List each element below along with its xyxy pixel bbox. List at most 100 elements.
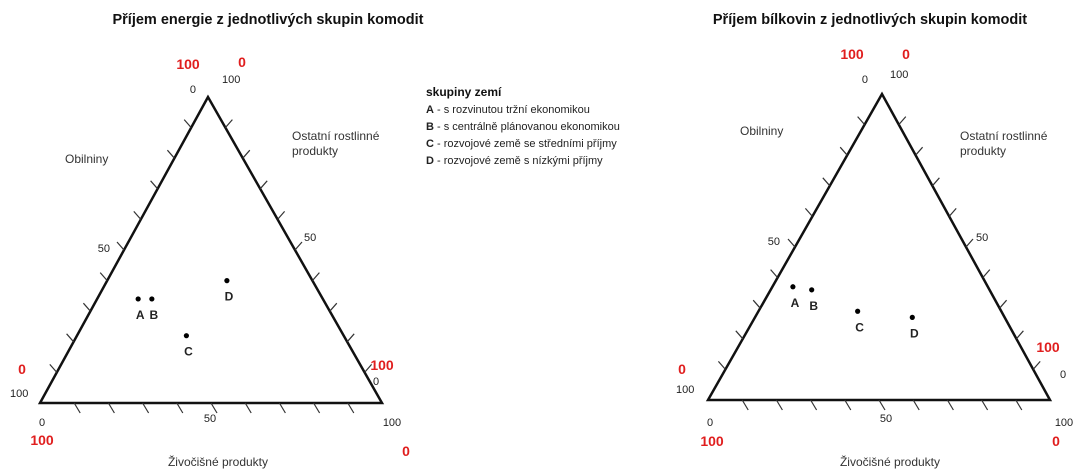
tick-mark-bottom [210,402,218,414]
tick-mark-right [948,208,957,217]
data-point-A [135,296,141,302]
legend-title: skupiny zemí [426,85,502,99]
red-label-bottom-right: 0 [402,443,410,459]
tick-label-top-left: 0 [190,84,196,96]
axis-label-right-line1: Ostatní rostlinné [960,129,1048,143]
tick-label-bottom-right-upper: 0 [1060,369,1066,381]
tick-label-bottom-right-lower: 100 [1055,417,1073,429]
tick-mark-bottom [878,399,886,411]
tick-mark-bottom [107,402,115,414]
point-label-A: A [791,296,800,310]
tick-mark-bottom [244,402,252,414]
tick-mark-right [311,272,320,281]
red-label-bottom-left: 100 [700,433,724,449]
tick-label-top-right: 100 [222,74,240,86]
tick-mark-right [898,116,907,125]
tick-mark-left [150,180,159,190]
data-point-D [224,278,230,284]
tick-label-bottom-left-upper: 100 [676,384,694,396]
tick-mark-left [717,361,726,370]
tick-mark-right [1015,330,1024,340]
tick-label-bottom-right-upper: 0 [373,376,379,388]
axis-label-left: Obilniny [740,124,783,138]
tick-mark-right [1032,361,1041,370]
point-label-B: B [809,299,818,313]
tick-label-bottom-mid: 50 [880,413,892,425]
axis-label-right-line2: produkty [960,144,1006,158]
legend-item-A: A - s rozvinutou tržní ekonomikou [426,104,590,116]
tick-mark-bottom [278,402,286,414]
data-point-A [790,284,796,290]
red-label-top-left: 100 [176,56,200,72]
axis-label-left: Obilniny [65,152,108,166]
tick-mark-left [770,269,779,278]
tick-mark-left [787,238,796,248]
legend: skupiny zemí A - s rozvinutou tržní ekono… [426,85,620,167]
point-label-C: C [855,320,864,334]
point-label-B: B [150,308,159,322]
tick-mark-right [999,299,1008,309]
tick-label-bottom-left-lower: 0 [707,417,713,429]
tick-mark-right [965,238,974,248]
tick-mark-right [294,241,303,251]
tick-mark-left [133,211,142,220]
tick-mark-left [804,208,813,217]
tick-mark-bottom [775,399,783,411]
tick-mark-right [346,333,355,343]
point-label-D: D [225,290,234,304]
red-label-top-right: 0 [902,46,910,62]
tick-mark-left [752,299,761,309]
tick-mark-left [735,330,744,340]
data-point-B [809,287,815,293]
axis-label-bottom: Živočišné produkty [840,454,940,469]
tick-mark-right [277,211,286,220]
ternary-chart-1: Příjem energie z jednotlivých skupin kom… [10,12,424,469]
tick-label-bottom-left-lower: 0 [39,417,45,429]
red-label-bottom-left: 100 [30,432,54,448]
tick-label-bottom-left-upper: 100 [10,388,28,400]
red-label-top-left: 100 [840,46,864,62]
red-label-bottom-right: 0 [1052,433,1060,449]
tick-label-top-right: 100 [890,69,908,81]
point-label-A: A [136,308,145,322]
red-label-left: 0 [678,361,686,377]
tick-mark-left [166,149,175,159]
tick-label-left-mid: 50 [98,243,110,255]
axis-label-right-line2: produkty [292,144,338,158]
tick-mark-left [183,119,192,128]
tick-mark-left [82,302,91,312]
tick-mark-bottom [313,402,321,414]
red-label-right: 100 [1036,339,1060,355]
tick-label-right-mid: 50 [976,232,988,244]
tick-mark-right [915,146,924,156]
tick-mark-right [242,149,251,159]
data-point-D [909,314,915,320]
ternary-chart-2: Příjem bílkovin z jednotlivých skupin ko… [676,12,1073,469]
tick-mark-left [99,272,108,281]
tick-mark-left [822,177,831,187]
tick-mark-left [66,333,75,343]
tick-mark-bottom [912,399,920,411]
tick-label-left-mid: 50 [768,236,780,248]
tick-mark-bottom [741,399,749,411]
legend-item-D: D - rozvojové země s nízkými příjmy [426,155,603,167]
tick-mark-bottom [176,402,184,414]
tick-mark-right [364,364,373,373]
tick-mark-left [839,146,848,156]
tick-mark-bottom [73,402,81,414]
tick-mark-right [259,180,268,190]
tick-mark-bottom [844,399,852,411]
tick-mark-bottom [981,399,989,411]
tick-mark-right [224,119,233,128]
tick-label-right-mid: 50 [304,232,316,244]
axis-label-bottom: Živočišné produkty [168,454,268,469]
tick-mark-left [857,116,866,125]
data-point-C [183,333,189,339]
tick-label-bottom-right-lower: 100 [383,417,401,429]
data-point-B [149,296,155,302]
legend-item-C: C - rozvojové země se středními příjmy [426,138,617,150]
red-label-right: 100 [370,357,394,373]
tick-mark-bottom [142,402,150,414]
legend-item-B: B - s centrálně plánovanou ekonomikou [426,121,620,133]
